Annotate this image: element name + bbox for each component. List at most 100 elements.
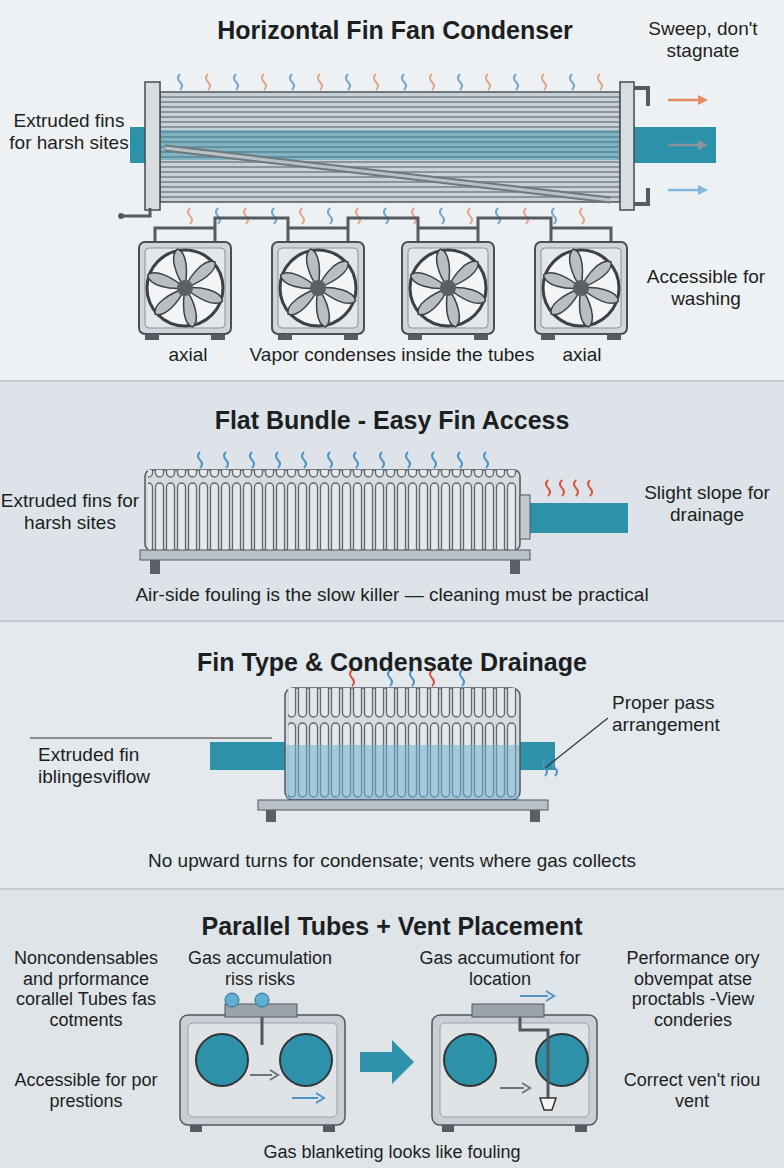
panel-band: Horizontal Fin Fan CondenserSweep, don't…: [0, 0, 784, 380]
callout-note: Slight slope for drainage: [632, 482, 782, 526]
serpentine-tubes: [148, 470, 517, 550]
arrow-head: [698, 95, 708, 105]
callout-note: Gas accumutiont for location: [418, 948, 582, 989]
flow-arrow: [668, 189, 700, 192]
header-pipe: [634, 88, 648, 106]
vent-arrow: [520, 991, 554, 1001]
axial-fan: [272, 242, 364, 340]
support-leg: [510, 560, 520, 574]
drain-pipe: [165, 148, 610, 200]
base-frame: [258, 800, 548, 810]
process-stream: [130, 127, 716, 163]
flow-arrow: [668, 144, 700, 147]
support-leg: [150, 560, 160, 574]
air-flow-wave: [216, 208, 556, 224]
panel-heading: Parallel Tubes + Vent Placement: [100, 912, 684, 941]
leader-line: [30, 737, 272, 738]
fan-label: axial: [158, 344, 218, 366]
unit-housing: [180, 1015, 345, 1125]
axial-fan: [139, 242, 231, 340]
air-flow-wave: [388, 670, 464, 686]
callout-note: Extruded fins for harsh sites: [0, 490, 140, 534]
finned-tubes: [160, 97, 620, 197]
vent-manifold: [472, 1004, 544, 1017]
panel-heading: Horizontal Fin Fan Condenser: [150, 16, 640, 45]
header-pipe: [634, 188, 648, 204]
condenser-bundle: [285, 688, 520, 800]
air-flow-wave: [178, 74, 574, 90]
callout-note: Correct ven't riou vent: [612, 1070, 772, 1111]
gas-arrow: [292, 1093, 324, 1103]
process-stream: [210, 742, 555, 770]
nozzle: [118, 213, 124, 219]
vent-valve: [540, 1098, 556, 1110]
drain-pipe-highlight: [165, 148, 610, 200]
transition-arrow: [360, 1040, 414, 1084]
panel-band: Fin Type & Condensate DrainageExtruded f…: [0, 622, 784, 888]
unit-foot: [190, 1125, 202, 1132]
tube-section: [280, 1034, 332, 1086]
air-flow-wave: [543, 760, 557, 776]
caption-text: Vapor condenses inside the tubes: [220, 344, 564, 366]
unit-foot: [575, 1125, 587, 1132]
serpentine-tubes: [288, 688, 517, 800]
callout-note: Gas accumulation riss risks: [178, 948, 342, 989]
unit-panel: [188, 1023, 337, 1117]
callout-note: Accessible for por prestions: [8, 1070, 164, 1111]
panel-heading: Flat Bundle - Easy Fin Access: [100, 406, 684, 435]
heat-wave: [206, 74, 602, 90]
panel-band: Flat Bundle - Easy Fin AccessExtruded fi…: [0, 382, 784, 620]
fan-piping: [155, 218, 611, 242]
fan-label: axial: [552, 344, 612, 366]
callout-note: Sweep, don't stagnate: [628, 18, 778, 62]
inlet-header: [145, 82, 160, 210]
caption-text: No upward turns for condensate; vents wh…: [20, 850, 764, 872]
axial-fan: [402, 242, 494, 340]
support-leg: [266, 810, 276, 822]
vent-manifold: [225, 1004, 297, 1017]
base-frame: [140, 550, 530, 560]
caption-text: Gas blanketing looks like fouling: [20, 1142, 764, 1163]
panel-band: Parallel Tubes + Vent PlacementNonconden…: [0, 890, 784, 1168]
condensing-vapor: [160, 130, 620, 160]
flow-arrow: [668, 99, 700, 102]
tube-section: [196, 1034, 248, 1086]
vent-pipe: [520, 1017, 548, 1098]
air-flow-wave: [198, 452, 488, 468]
callout-note: Noncondensables and prformance corallel …: [0, 948, 172, 1031]
outlet-header: [620, 82, 634, 210]
tube-section: [444, 1034, 496, 1086]
condensate-level: [286, 745, 519, 799]
support-leg: [530, 810, 540, 822]
callout-note: Extruded fin iblingesviflow: [38, 744, 228, 788]
heat-wave: [188, 208, 584, 224]
gas-arrow: [250, 1070, 278, 1080]
unit-foot: [442, 1125, 454, 1132]
gas-bubble: [255, 993, 269, 1007]
unit-panel: [440, 1023, 589, 1117]
arrow-head: [698, 140, 708, 150]
leader-line: [545, 718, 608, 768]
flat-bundle: [145, 470, 520, 550]
callout-note: Accessible for washing: [628, 266, 784, 310]
process-stream: [505, 503, 628, 533]
caption-text: Air-side fouling is the slow killer — cl…: [20, 584, 764, 606]
arrow-head: [698, 185, 708, 195]
axial-fan: [535, 242, 627, 340]
tube-bundle: [160, 92, 620, 202]
nozzle-pipe: [122, 208, 150, 216]
heat-wave: [546, 480, 592, 496]
unit-foot: [323, 1125, 335, 1132]
gas-arrow: [500, 1083, 530, 1093]
gas-bubble: [225, 993, 239, 1007]
unit-housing: [432, 1015, 597, 1125]
panel-heading: Fin Type & Condensate Drainage: [100, 648, 684, 677]
vent-pipe: [261, 1017, 264, 1045]
callout-note: Extruded fins for harsh sites: [0, 110, 138, 154]
tube-section: [536, 1034, 588, 1086]
callout-note: Performance ory obvempat atse proctabls …: [604, 948, 782, 1031]
callout-note: Proper pass arrangement: [612, 692, 742, 736]
bundle-outlet: [520, 495, 530, 539]
heat-wave: [350, 670, 434, 686]
